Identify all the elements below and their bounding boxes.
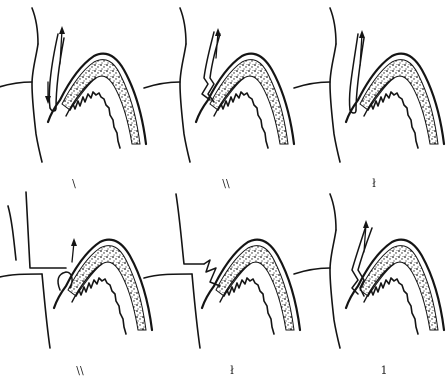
panel-d (0, 192, 152, 348)
panel-c (294, 8, 444, 162)
panel-b-label: \\ (222, 177, 230, 190)
panel-f (294, 194, 444, 348)
panel-a (0, 8, 146, 162)
panel-e-label: ł (230, 364, 234, 377)
panel-d-label: \\ (76, 364, 84, 377)
panel-e (144, 194, 300, 348)
panel-b (144, 8, 294, 162)
panel-f-label: 1 (381, 364, 388, 377)
panel-c-label: ł (372, 177, 376, 190)
panel-a-label: \ (72, 177, 76, 190)
